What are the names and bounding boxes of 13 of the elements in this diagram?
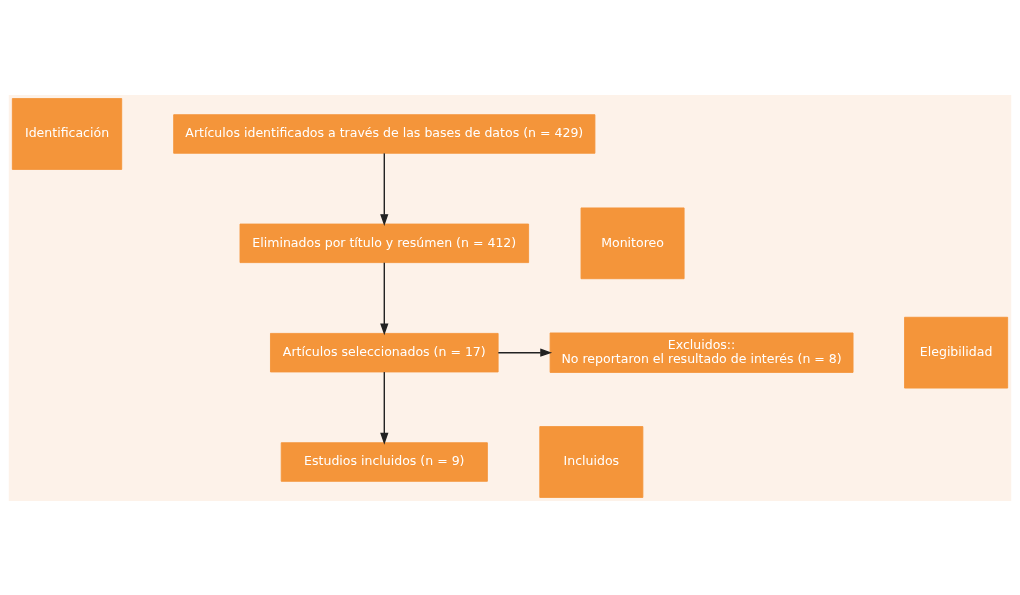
node-box: Monitoreo (580, 207, 685, 279)
node-box: Elegibilidad (904, 316, 1009, 388)
node-box: Excluidos:: No reportaron el resultado de interés (n = 8) (549, 332, 854, 373)
arrow (497, 348, 553, 357)
node-box: Eliminados por título y resúmen (n = 412) (239, 223, 530, 263)
node-box: Identificación (11, 97, 123, 170)
node-box: Incluidos (539, 425, 644, 498)
arrow (380, 370, 389, 445)
node-box: Artículos seleccionados (n = 17) (270, 332, 499, 372)
node-box: Estudios incluidos (n = 9) (280, 441, 488, 482)
node-box: Artículos identificados a través de las bases de datos (n = 429) (173, 113, 596, 154)
arrow (380, 152, 389, 226)
arrow (380, 261, 389, 335)
